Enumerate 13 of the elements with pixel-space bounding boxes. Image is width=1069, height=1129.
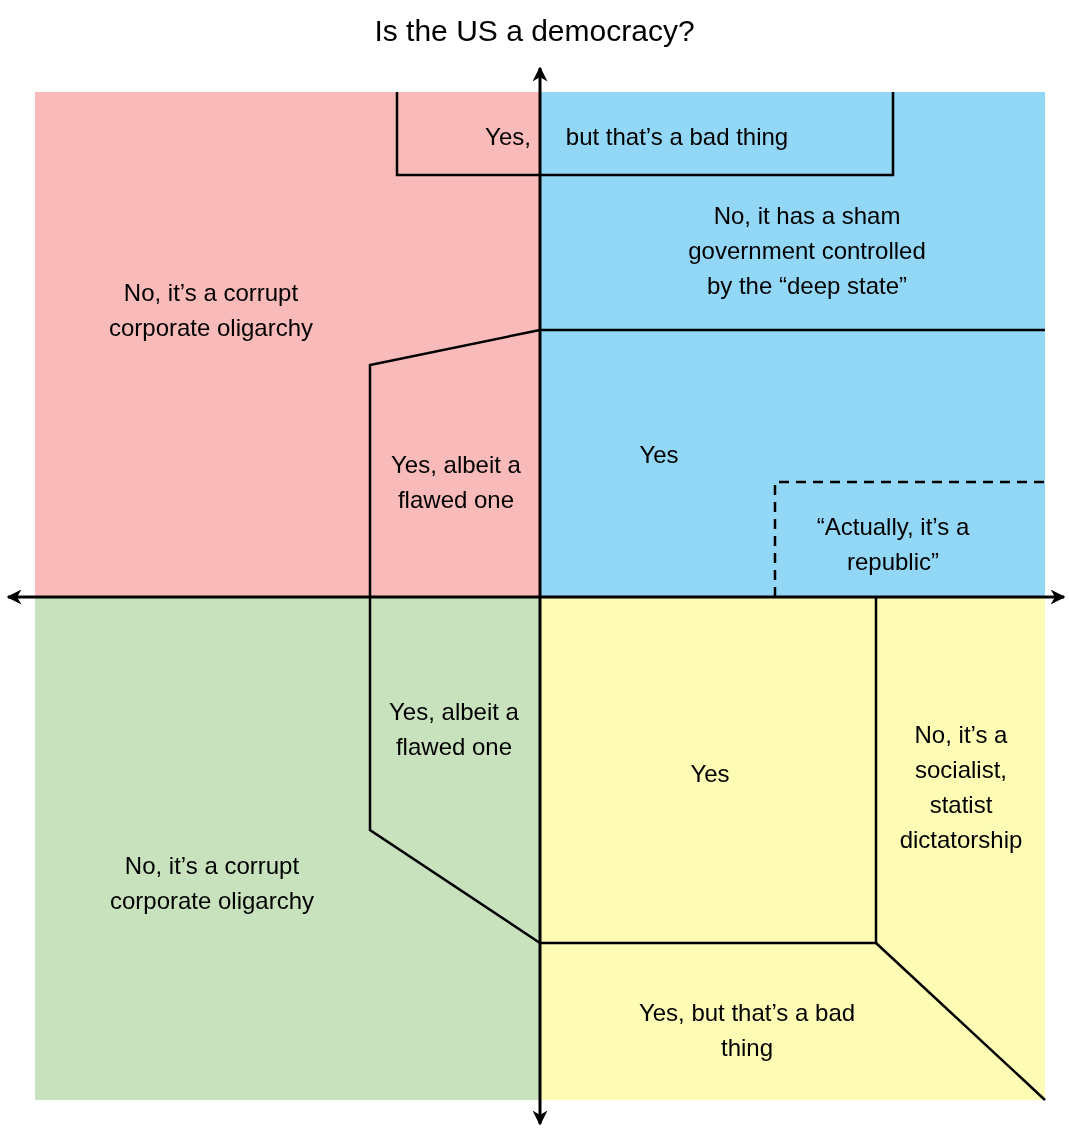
chart-title: Is the US a democracy? [374, 14, 695, 48]
region-label: Yes, but that’s a bad thing [637, 998, 857, 1063]
region-label: Yes, albeit a flawed one [391, 450, 521, 515]
region-label: No, it’s a corrupt corporate oligarchy [108, 851, 316, 916]
region-label: No, it’s a socialist, statist dictatorship [899, 720, 1023, 855]
region-label: Yes, [485, 121, 531, 152]
region-label: “Actually, it’s a republic” [815, 512, 971, 577]
region-label: but that’s a bad thing [565, 121, 789, 152]
region-label: Yes, albeit a flawed one [389, 697, 519, 762]
region-label: No, it has a sham government controlled by the “deep state” [687, 200, 927, 301]
region-label: Yes [639, 439, 679, 470]
region-label: No, it’s a corrupt corporate oligarchy [107, 278, 315, 343]
region-label: Yes [690, 758, 730, 789]
